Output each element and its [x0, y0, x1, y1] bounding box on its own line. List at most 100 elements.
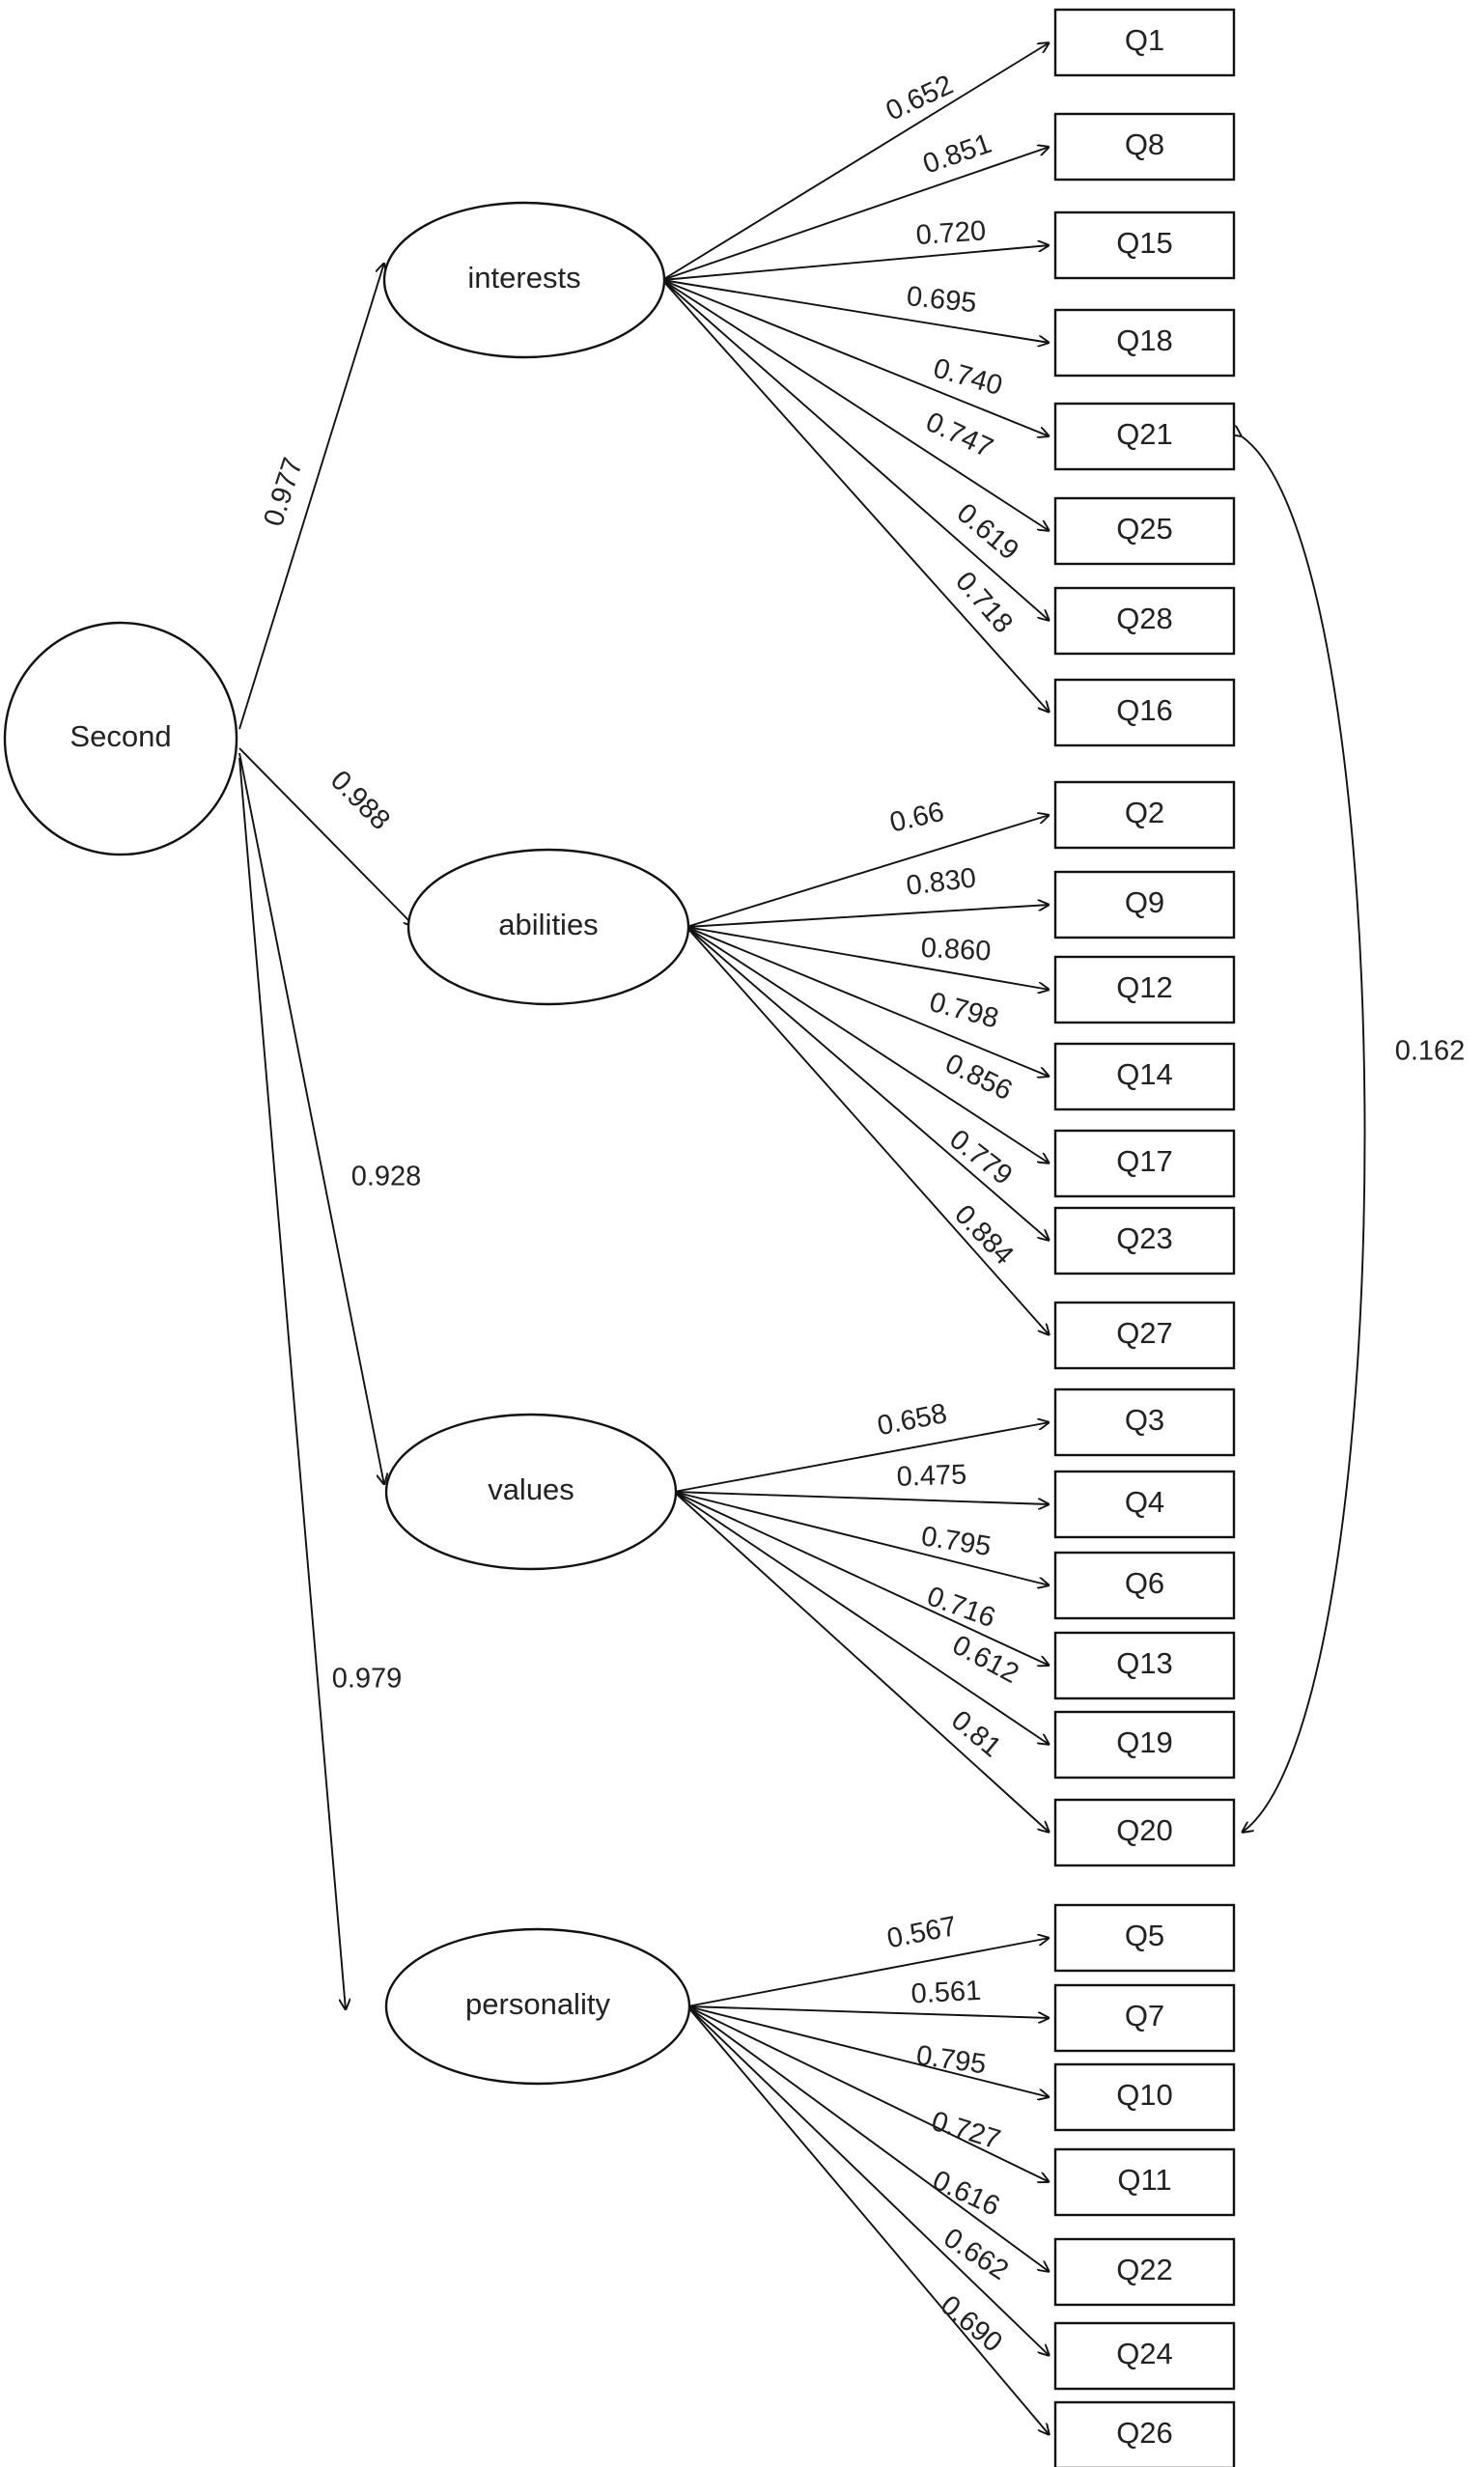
item-box-Q23 — [1053, 1206, 1236, 1276]
loading-label-Q1: 0.652 — [882, 70, 958, 127]
item-box-Q3 — [1053, 1388, 1236, 1457]
abilities-to-Q14-path — [686, 926, 1050, 1077]
second-to-personality-coefficient: 0.979 — [332, 1664, 403, 1695]
item-label-Q24: Q24 — [1116, 2337, 1173, 2370]
item-label-Q26: Q26 — [1116, 2416, 1173, 2450]
factor-ellipse-abilities — [406, 848, 690, 1006]
item-label-Q3: Q3 — [1125, 1403, 1164, 1437]
item-label-Q13: Q13 — [1116, 1646, 1173, 1680]
interests-to-Q25-path — [661, 279, 1050, 531]
item-box-Q11 — [1053, 2147, 1236, 2217]
factor-ellipse-personality — [384, 1927, 691, 2086]
loading-label-Q14: 0.798 — [926, 987, 1001, 1035]
loading-label-Q12: 0.860 — [920, 933, 992, 967]
factor-ellipse-interests — [382, 201, 666, 359]
item-box-Q26 — [1053, 2400, 1236, 2467]
factor-label-abilities: abilities — [498, 908, 598, 941]
item-label-Q7: Q7 — [1125, 1999, 1164, 2032]
edges-layer — [238, 42, 1366, 2435]
loading-label-Q2: 0.66 — [887, 797, 947, 839]
loading-label-Q19: 0.612 — [947, 1630, 1023, 1690]
interests-to-Q8-path — [661, 147, 1050, 281]
item-label-Q10: Q10 — [1116, 2078, 1173, 2112]
item-label-Q25: Q25 — [1116, 512, 1173, 546]
item-label-Q27: Q27 — [1116, 1316, 1173, 1350]
abilities-to-Q23-path — [686, 926, 1050, 1241]
loading-label-Q13: 0.716 — [923, 1581, 999, 1634]
loading-label-Q11: 0.727 — [928, 2106, 1004, 2156]
item-label-Q1: Q1 — [1125, 23, 1164, 57]
item-box-Q18 — [1053, 308, 1236, 378]
item-label-Q5: Q5 — [1125, 1919, 1164, 1952]
item-label-Q11: Q11 — [1117, 2163, 1171, 2197]
item-box-Q6 — [1053, 1551, 1236, 1620]
second-to-interests-path — [238, 263, 384, 730]
item-box-Q28 — [1053, 586, 1236, 656]
abilities-to-Q2-path — [686, 815, 1050, 928]
item-label-Q21: Q21 — [1116, 417, 1173, 451]
personality-to-Q10-path — [686, 2005, 1050, 2097]
factor-label-values: values — [488, 1472, 574, 1506]
loading-label-Q8: 0.851 — [919, 128, 995, 181]
loading-label-Q24: 0.662 — [938, 2223, 1014, 2286]
item-label-Q28: Q28 — [1116, 602, 1173, 635]
item-box-Q1 — [1053, 8, 1236, 77]
values-to-Q13-path — [673, 1491, 1050, 1666]
item-box-Q15 — [1053, 210, 1236, 280]
abilities-to-Q17-path — [686, 926, 1050, 1163]
abilities-to-Q27-path — [686, 926, 1050, 1335]
item-label-Q15: Q15 — [1116, 226, 1173, 260]
loading-label-Q10: 0.795 — [914, 2040, 988, 2081]
loading-label-Q3: 0.658 — [875, 1398, 949, 1442]
item-box-Q20 — [1053, 1798, 1236, 1867]
item-label-Q20: Q20 — [1116, 1813, 1173, 1847]
values-to-Q6-path — [673, 1491, 1050, 1585]
item-label-Q18: Q18 — [1116, 323, 1173, 357]
interests-to-Q18-path — [661, 279, 1050, 343]
second-to-values-path — [238, 752, 384, 1485]
item-label-Q12: Q12 — [1116, 970, 1173, 1004]
second-order-factor-ellipse — [3, 621, 238, 856]
factor-ellipse-values — [384, 1413, 678, 1571]
item-label-Q22: Q22 — [1116, 2253, 1173, 2286]
loading-label-Q21: 0.740 — [930, 352, 1006, 402]
item-label-Q16: Q16 — [1116, 693, 1173, 727]
interests-to-Q15-path — [661, 245, 1050, 281]
personality-to-Q7-path — [686, 2005, 1050, 2018]
abilities-to-Q12-path — [686, 926, 1050, 990]
item-box-Q12 — [1053, 955, 1236, 1024]
personality-to-Q22-path — [686, 2005, 1050, 2272]
personality-to-Q24-path — [686, 2005, 1050, 2356]
item-label-Q4: Q4 — [1125, 1485, 1164, 1519]
item-box-Q10 — [1053, 2062, 1236, 2132]
loading-label-Q20: 0.81 — [945, 1705, 1007, 1764]
factor-label-interests: interests — [467, 261, 580, 294]
loading-label-Q15: 0.720 — [915, 215, 988, 251]
item-box-Q24 — [1053, 2321, 1236, 2391]
second-to-abilities-coefficient: 0.988 — [324, 765, 396, 836]
values-to-Q4-path — [673, 1491, 1050, 1504]
item-box-Q14 — [1053, 1042, 1236, 1111]
values-to-Q19-path — [673, 1491, 1050, 1745]
item-box-Q25 — [1053, 496, 1236, 566]
personality-to-Q5-path — [686, 1938, 1050, 2007]
second-order-factor-label: Second — [70, 719, 171, 753]
error-covariance-label: 0.162 — [1395, 1036, 1466, 1067]
item-box-Q8 — [1053, 112, 1236, 182]
second-to-abilities-path — [238, 747, 415, 927]
item-box-Q17 — [1053, 1129, 1236, 1198]
item-label-Q17: Q17 — [1116, 1144, 1173, 1178]
second-to-interests-coefficient: 0.977 — [258, 454, 309, 530]
item-box-Q2 — [1053, 780, 1236, 850]
interests-to-Q21-path — [661, 279, 1050, 436]
loading-label-Q22: 0.616 — [928, 2165, 1004, 2223]
loading-label-Q17: 0.856 — [940, 1049, 1017, 1107]
loading-label-Q26: 0.690 — [935, 2289, 1008, 2358]
interests-to-Q1-path — [661, 42, 1050, 281]
item-box-Q19 — [1053, 1710, 1236, 1780]
item-box-Q21 — [1053, 402, 1236, 471]
item-box-Q4 — [1053, 1470, 1236, 1539]
item-box-Q16 — [1053, 678, 1236, 747]
loading-label-Q16: 0.718 — [949, 566, 1019, 639]
values-to-Q20-path — [673, 1491, 1050, 1833]
